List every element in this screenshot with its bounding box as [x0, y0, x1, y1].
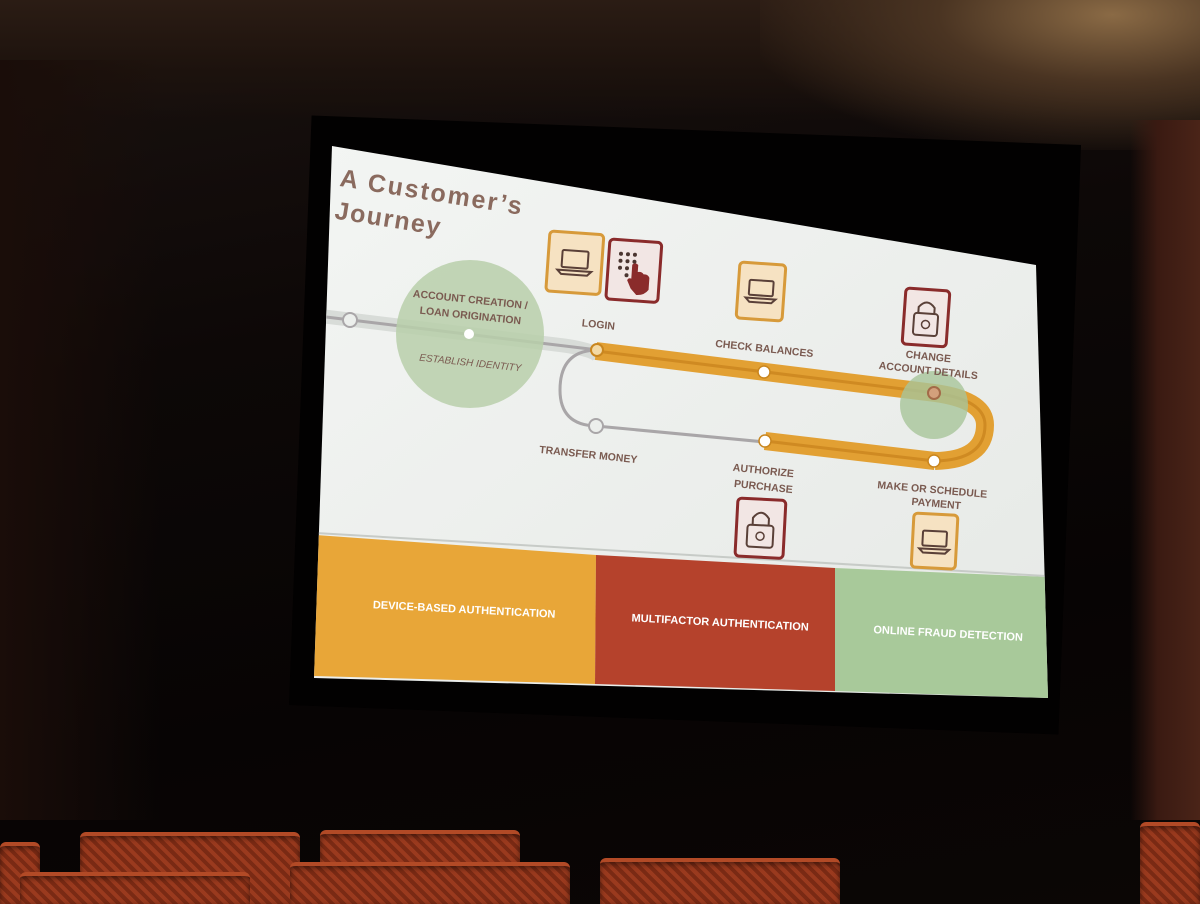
change-details-circle: [900, 371, 968, 439]
multifactor-auth-panel: [595, 555, 835, 691]
node-make-payment: [927, 454, 941, 468]
fraud-detection-panel: [835, 568, 1048, 698]
node-login: [590, 343, 604, 357]
login-label: LOGIN: [581, 317, 615, 332]
node-check-balances: [757, 365, 771, 379]
audience-chairs: [0, 820, 1200, 904]
laptop-icon: [734, 260, 788, 323]
keypad-touch-icon: [604, 237, 664, 304]
change-details-label-1: CHANGE: [905, 349, 952, 366]
chair: [1140, 822, 1200, 904]
node-start: [342, 312, 358, 328]
right-wall: [1130, 120, 1200, 820]
node-authorize: [758, 434, 772, 448]
chair: [20, 872, 250, 904]
chair: [290, 862, 570, 904]
chair: [600, 858, 840, 904]
journey-line-loop: [558, 348, 766, 444]
padlock-icon: [900, 286, 952, 349]
left-wall: [0, 60, 160, 820]
laptop-icon: [909, 511, 960, 571]
orange-path-bottom-highlight: [764, 439, 936, 463]
ceiling-light-glow: [760, 0, 1200, 150]
node-account-creation: [464, 329, 474, 339]
device-auth-panel: [314, 535, 596, 684]
node-change-details: [927, 386, 941, 400]
make-payment-label-2: PAYMENT: [911, 496, 962, 512]
node-transfer-money: [588, 418, 604, 434]
laptop-icon: [544, 229, 606, 296]
padlock-icon: [733, 496, 788, 560]
